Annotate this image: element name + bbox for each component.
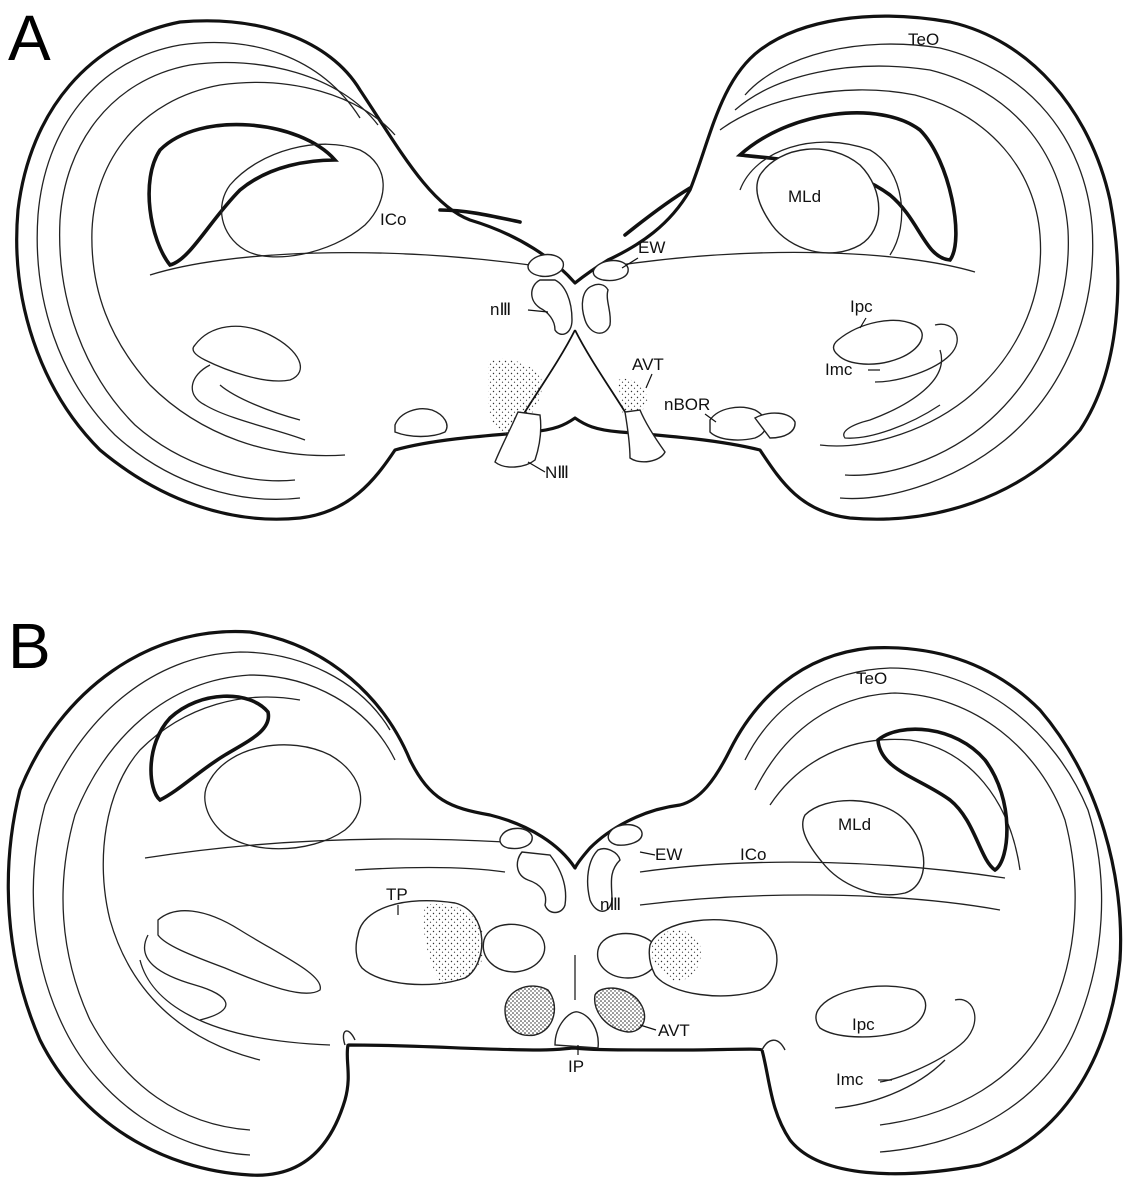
panel-a-label-ico: ICo xyxy=(380,210,406,229)
panel-a-nbor-nucleus xyxy=(710,407,766,440)
panel-b-label-avt: AVT xyxy=(658,1021,690,1040)
panel-b-label-ew: EW xyxy=(655,845,682,864)
panel-b-label-ip: IP xyxy=(568,1057,584,1076)
panel-b-label-tp: TP xyxy=(386,885,408,904)
panel-b-ew-nucleus-left xyxy=(500,828,532,848)
panel-b-label-imc: Imc xyxy=(836,1070,864,1089)
panel-a: A xyxy=(8,2,1118,519)
panel-a-label-N3: NⅢ xyxy=(545,463,569,482)
panel-a-label-avt: AVT xyxy=(632,355,664,374)
panel-b: B xyxy=(8,610,1121,1175)
panel-a-section-outline xyxy=(17,16,1118,519)
panel-b-label-n3: nⅢ xyxy=(600,895,621,914)
panel-a-label-n3: nⅢ xyxy=(490,300,511,319)
panel-b-avt-left-fill xyxy=(505,986,554,1035)
panel-a-leader-N3 xyxy=(528,462,545,472)
panel-b-label-teo: TeO xyxy=(856,669,887,688)
panel-a-label-mld: MLd xyxy=(788,187,821,206)
panel-a-label-ew: EW xyxy=(638,238,665,257)
panel-b-letter: B xyxy=(8,610,51,682)
panel-a-letter: A xyxy=(8,2,51,74)
panel-a-label-ipc: Ipc xyxy=(850,297,873,316)
panel-a-label-teo: TeO xyxy=(908,30,939,49)
panel-b-label-ipc: Ipc xyxy=(852,1015,875,1034)
panel-b-label-mld: MLd xyxy=(838,815,871,834)
panel-a-label-nbor: nBOR xyxy=(664,395,710,414)
panel-a-ew-nucleus-right xyxy=(593,261,628,281)
panel-b-label-ico: ICo xyxy=(740,845,766,864)
panel-b-oval-left xyxy=(483,924,544,972)
panel-a-label-imc: Imc xyxy=(825,360,853,379)
